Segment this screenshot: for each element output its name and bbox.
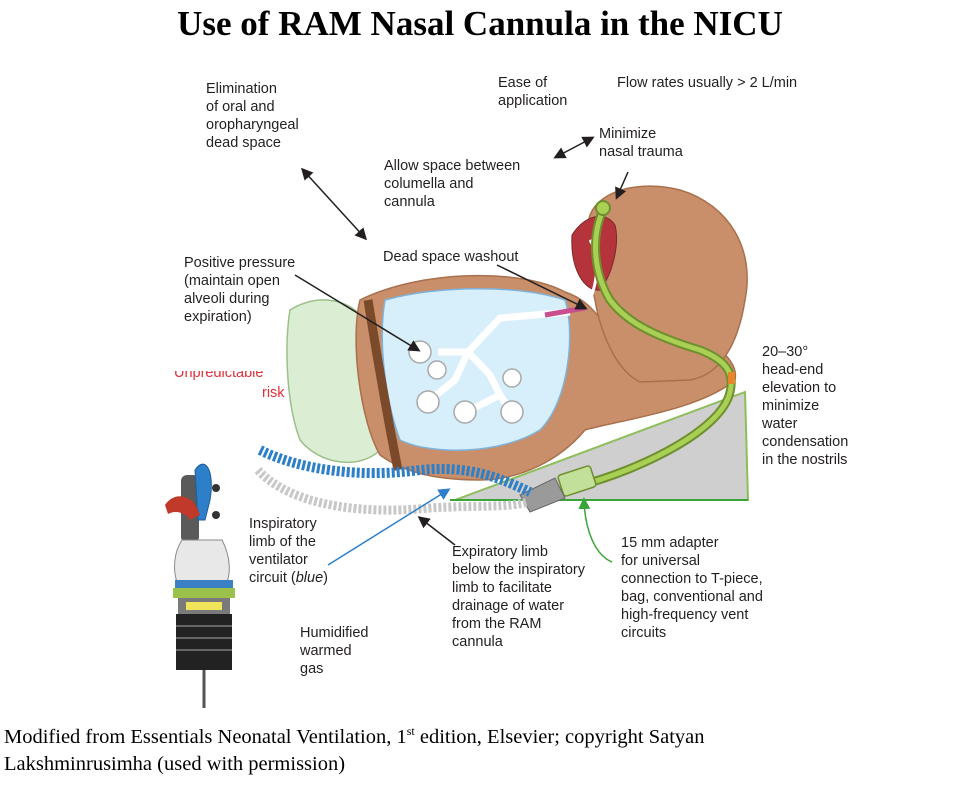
arrow-dead-space <box>300 167 368 241</box>
caption-line1-b: edition, Elsevier; copyright Satyan <box>414 725 705 748</box>
close-paren: ) <box>323 570 328 586</box>
label-ease-of-application: Ease of application <box>498 75 568 109</box>
caption-line2: Lakshminrusimha (used with permission) <box>4 752 346 775</box>
figure-caption: Modified from Essentials Neonatal Ventil… <box>4 718 705 778</box>
label-unpredictable: Unpredictable <box>174 365 264 381</box>
label-risk: risk <box>262 385 285 401</box>
label-dead-space-elimination: Elimination of oral and oropharyngeal de… <box>206 81 299 151</box>
label-inspiratory-limb: Inspiratory limb of the ventilator circu… <box>249 516 328 586</box>
caption-sup: st <box>406 724 415 738</box>
caption-line1-a: Modified from Essentials Neonatal Ventil… <box>4 725 407 748</box>
arrow-adapter <box>578 497 613 563</box>
label-dead-space-washout: Dead space washout <box>383 249 519 265</box>
adapter-connector <box>519 465 597 513</box>
tube-clip <box>728 372 735 384</box>
arrow-expiratory <box>417 516 456 546</box>
diagram-title: Use of RAM Nasal Cannula in the NICU <box>177 4 783 43</box>
label-adapter: 15 mm adapter for universal connection t… <box>621 535 763 641</box>
label-humidified-gas: Humidified warmed gas <box>300 625 369 677</box>
label-positive-pressure: Positive pressure (maintain open alveoli… <box>184 255 296 325</box>
arrow-washout <box>496 264 588 310</box>
label-head-elevation: 20–30° head-end elevation to minimize wa… <box>762 344 849 468</box>
chest-band <box>363 299 403 471</box>
nasal-prong <box>595 200 611 216</box>
arrow-ease-trauma <box>553 136 595 159</box>
label-flow-rates: Flow rates usually > 2 L/min <box>617 75 798 91</box>
arrow-trauma <box>615 171 629 200</box>
expiratory-limb-tube <box>254 466 530 515</box>
label-minimize-nasal-trauma: Minimize nasal trauma <box>599 126 683 160</box>
circuit-text: circuit ( <box>249 570 296 586</box>
humidifier <box>165 463 235 708</box>
arrow-inspiratory <box>327 488 451 566</box>
baby-head <box>585 185 748 383</box>
label-allow-space: Allow space between columella and cannul… <box>384 158 521 210</box>
inspiratory-limb-tube <box>257 445 533 497</box>
arrow-positive-pressure <box>294 274 421 352</box>
label-expiratory-limb: Expiratory limb below the inspiratory li… <box>452 544 585 650</box>
blue-text: blue <box>295 570 324 586</box>
